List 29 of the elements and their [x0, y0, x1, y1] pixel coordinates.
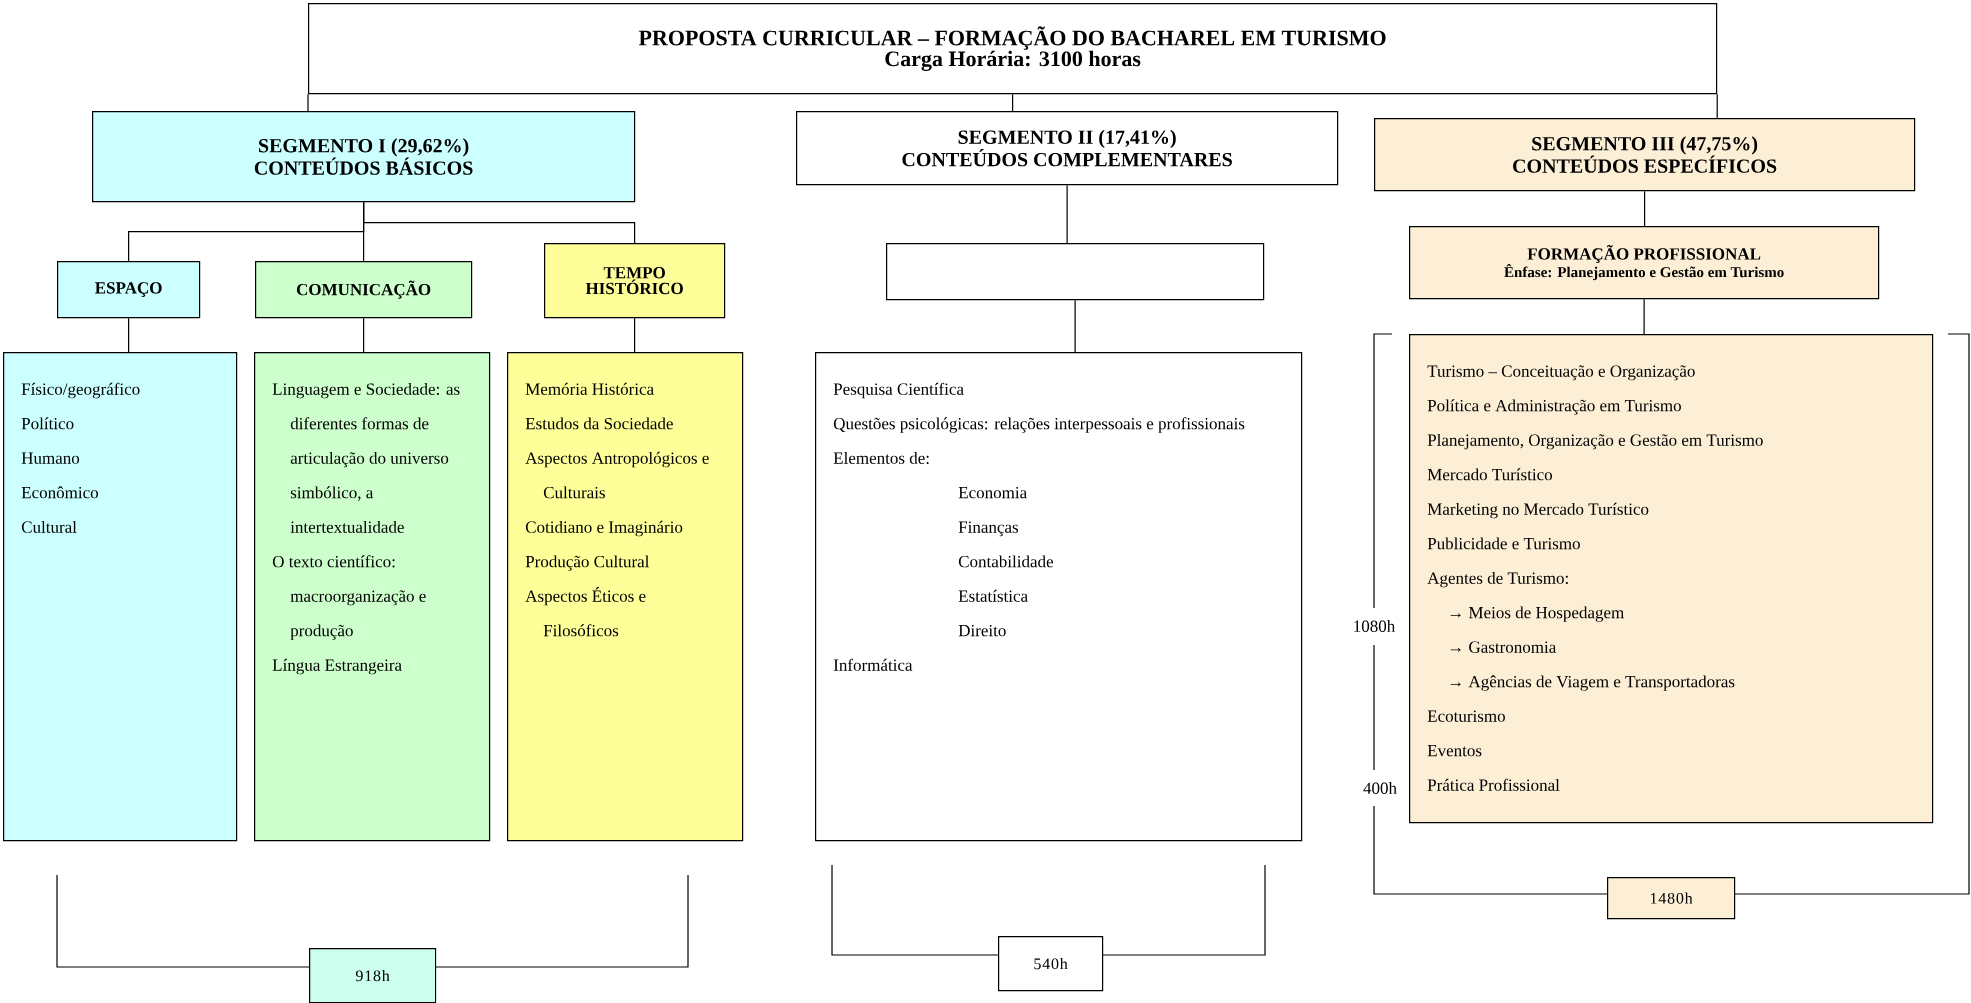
- connector-line: [363, 201, 636, 244]
- connector-line: [1012, 93, 1014, 112]
- connector-line: [1643, 298, 1645, 335]
- segment-box: SEGMENTO III (47,75%) CONTEÚDOS ESPECÍFICOS: [1374, 118, 1916, 192]
- topic-box: COMUNICAÇÃO: [255, 261, 473, 319]
- segment-box: SEGMENTO II (17,41%) CONTEÚDOS COMPLEMENTARES: [796, 111, 1339, 186]
- segment-box: SEGMENTO I (29,62%) CONTEÚDOS BÁSICOS: [92, 111, 636, 203]
- topic-box: [886, 243, 1265, 301]
- connector-line: [634, 317, 636, 353]
- connector-line: [363, 317, 365, 353]
- content-box: Físico/geográfico Político Humano Econômico Cultural: [3, 352, 238, 842]
- topic-box: FORMAÇÃO PROFISSIONAL Ênfase: Planejamento e Gestão em Turismo: [1409, 226, 1880, 300]
- content-box: Linguagem e Sociedade: as diferentes formas de articulação do universo simbólico, a intertextualidade O texto científico: macroorganização e produção Língua Estrangeira: [254, 352, 491, 842]
- content-box: Turismo – Conceituação e Organização Política e Administração em Turismo Planejamento, Organização e Gestão em Turismo Mercado Turístico Marketing no Mercado Turístico Publicidade e Turismo Agentes de Turismo: → Meios de Hospedagem → Gastronomia → Agências de Viagem e Transportadoras Ecoturismo Eventos Prática Profissional: [1409, 334, 1934, 824]
- topic-box: TEMPO HISTÓRICO: [544, 243, 726, 319]
- connector-line: [128, 317, 130, 353]
- topic-box: ESPAÇO: [57, 261, 201, 319]
- hours-label: 1080h: [1350, 618, 1398, 634]
- content-box: Pesquisa Científica Questões psicológicas: relações interpessoais e profissionais Elementos de: Economia Finanças Contabilidade Estatística Direito Informática: [815, 352, 1303, 842]
- connector-line: [1644, 190, 1646, 227]
- hours-box: 918h: [309, 948, 437, 1003]
- connector-line: [307, 93, 309, 112]
- connector-line: [1074, 299, 1076, 353]
- hours-box: 1480h: [1607, 877, 1736, 920]
- title-box: PROPOSTA CURRICULAR – FORMAÇÃO DO BACHAREL EM TURISMO Carga Horária: 3100 horas: [308, 3, 1718, 95]
- hours-box: 540h: [998, 936, 1104, 992]
- content-box: Memória Histórica Estudos da Sociedade Aspectos Antropológicos e Culturais Cotidiano e Imaginário Produção Cultural Aspectos Éticos e Filosóficos: [507, 352, 744, 842]
- connector-line: [1066, 184, 1068, 244]
- connector-line: [1716, 93, 1718, 119]
